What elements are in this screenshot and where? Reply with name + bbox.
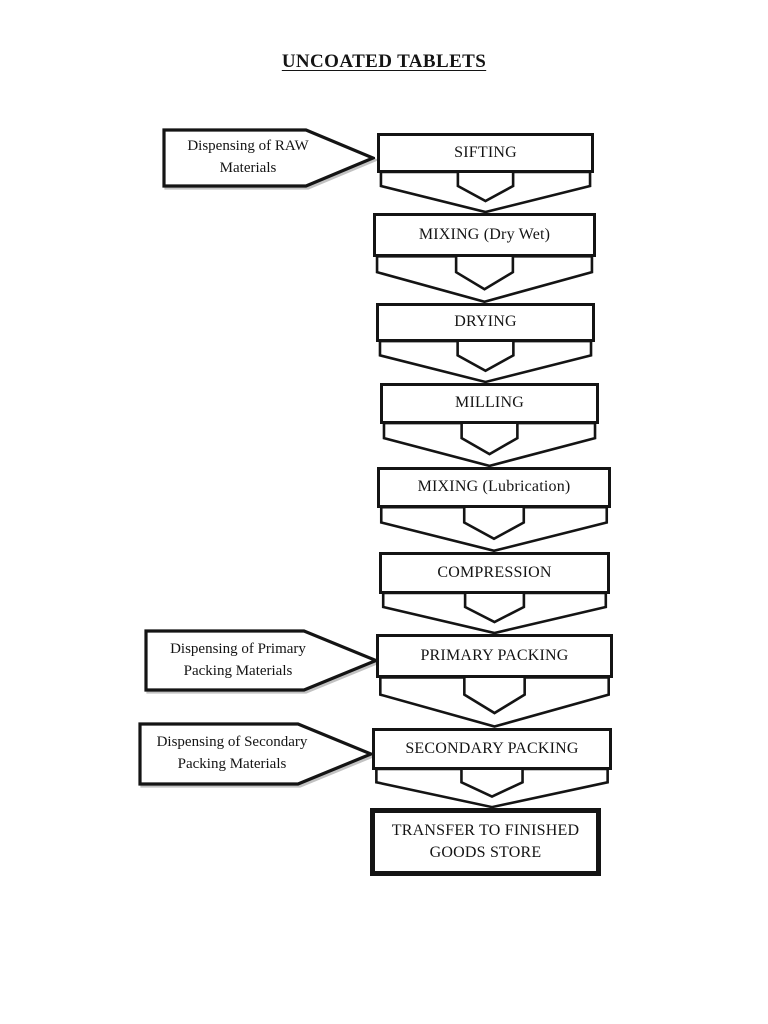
callout-label: Dispensing of Secondary Packing Material…: [156, 734, 308, 772]
process-step-label: MIXING (Dry Wet): [418, 225, 551, 243]
process-step-mixing-dry-wet: MIXING (Dry Wet): [373, 213, 596, 257]
callout-dispensing-primary-packing-materials: Dispensing of Primary Packing Materials: [144, 629, 378, 692]
process-step-label: SIFTING: [454, 143, 517, 161]
process-step-sifting: SIFTING: [377, 133, 594, 173]
process-step-drying: DRYING: [376, 303, 595, 342]
process-step-secondary-packing: SECONDARY PACKING: [372, 728, 612, 770]
callout-label: Dispensing of RAW Materials: [187, 138, 309, 176]
process-step-label: COMPRESSION: [437, 563, 552, 581]
process-step-primary-packing: PRIMARY PACKING: [376, 634, 613, 678]
process-step-compression: COMPRESSION: [379, 552, 610, 594]
process-step-transfer-to-finished-goods-store: TRANSFER TO FINISHED GOODS STORE: [370, 808, 601, 876]
process-step-mixing-lubrication: MIXING (Lubrication): [377, 467, 611, 508]
down-arrow-mixing-lubrication-to-compression: [377, 505, 611, 553]
pentagon-arrow-shape: [138, 722, 373, 786]
process-step-label: DRYING: [454, 313, 517, 331]
page-title: UNCOATED TABLETS: [281, 51, 487, 72]
process-step-label: MIXING (Lubrication): [417, 478, 571, 496]
down-arrow-sifting-to-mixing: [377, 170, 594, 214]
process-step-label: TRANSFER TO FINISHED GOODS STORE: [391, 821, 580, 861]
callout-label: Dispensing of Primary Packing Materials: [170, 640, 306, 679]
down-arrow-secondary-packing-to-transfer: [372, 767, 612, 809]
callout-dispensing-secondary-packing-materials: Dispensing of Secondary Packing Material…: [138, 722, 373, 786]
down-arrow-primary-to-secondary-packing: [376, 675, 613, 729]
process-step-label: MILLING: [455, 394, 524, 412]
process-step-label: PRIMARY PACKING: [420, 646, 569, 664]
down-arrow-compression-to-primary-packing: [379, 591, 610, 635]
process-step-milling: MILLING: [380, 383, 599, 424]
pentagon-arrow-shape: [162, 128, 375, 188]
down-arrow-drying-to-milling: [376, 339, 595, 384]
pentagon-arrow-shape: [144, 629, 378, 692]
process-step-label: SECONDARY PACKING: [405, 739, 579, 757]
down-arrow-milling-to-mixing-lubrication: [380, 421, 599, 468]
down-arrow-mixing-to-drying: [373, 254, 596, 304]
callout-dispensing-raw-materials: Dispensing of RAW Materials: [162, 128, 375, 188]
